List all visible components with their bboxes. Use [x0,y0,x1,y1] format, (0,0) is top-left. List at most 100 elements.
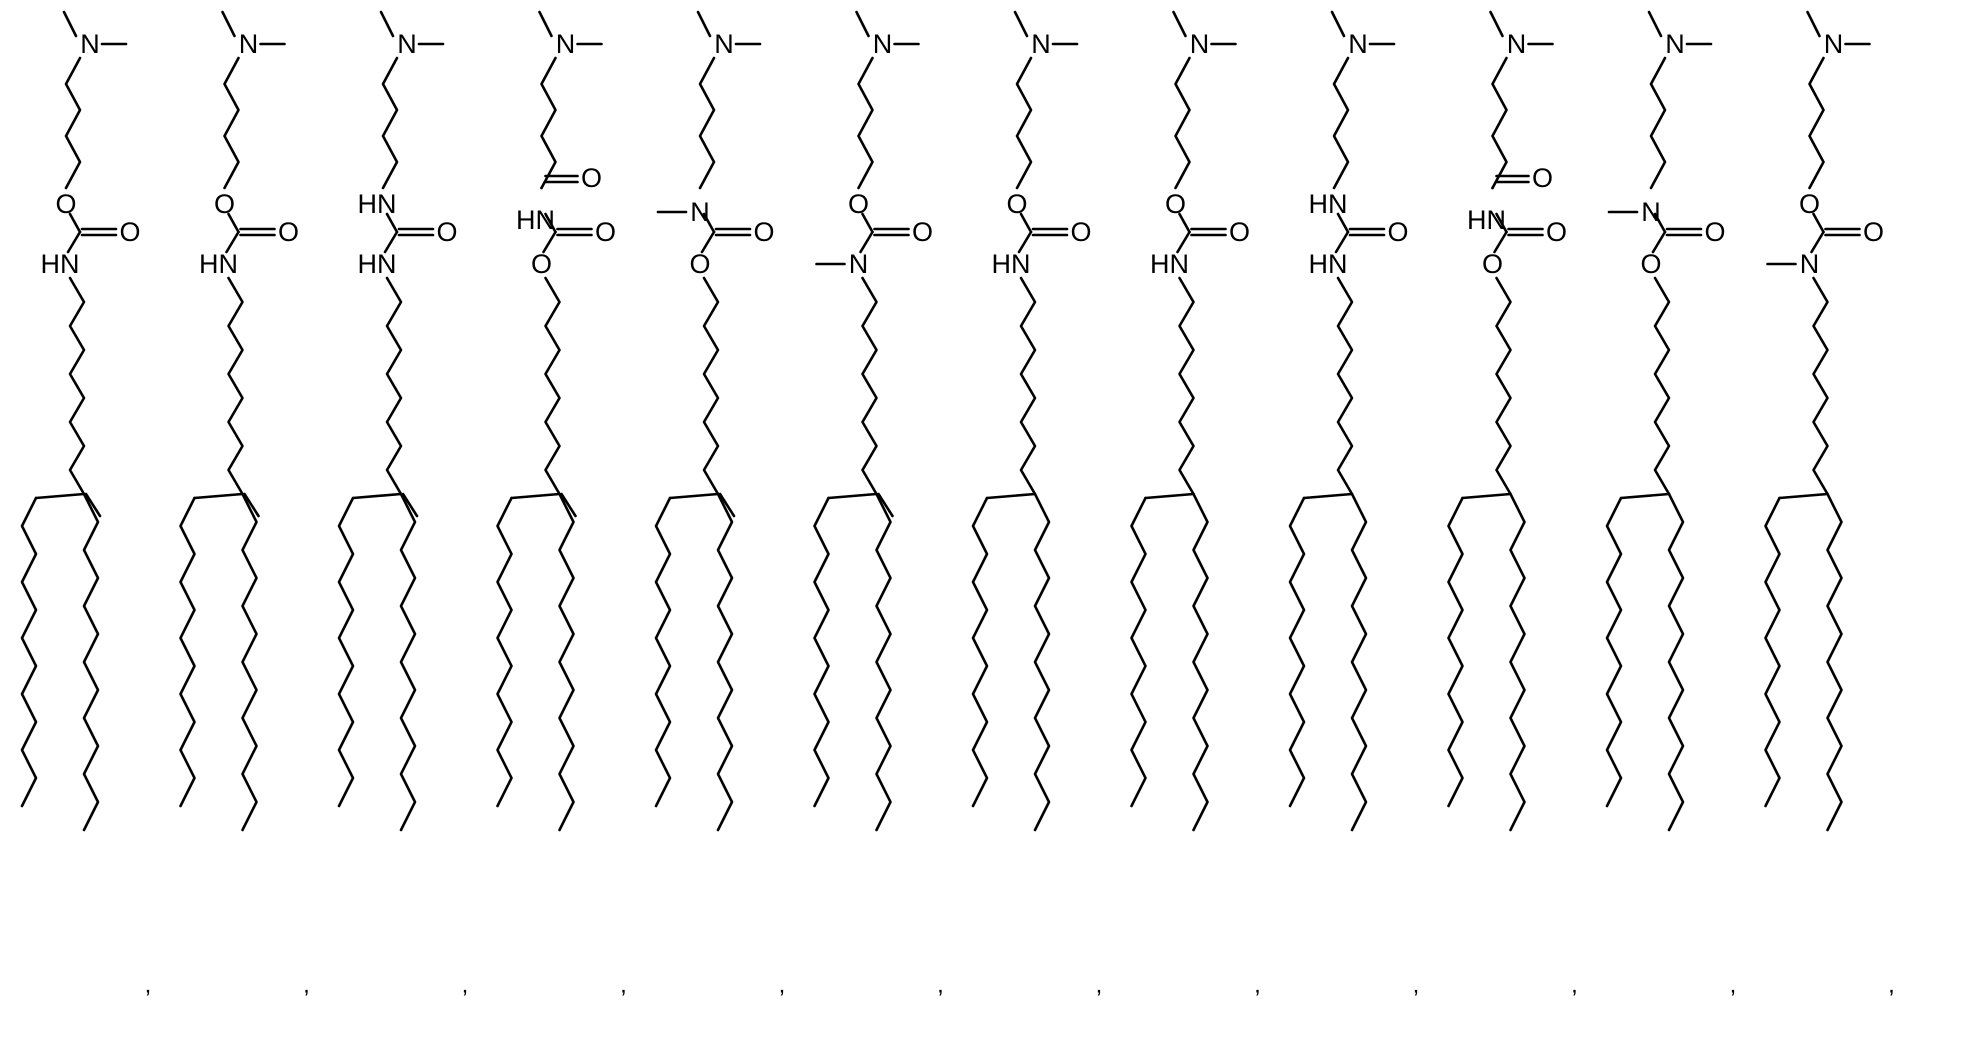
right-tail [401,494,415,830]
carbonyl-o-label: O [595,217,616,247]
upper-chain [1334,58,1348,188]
separator-comma: , [937,972,944,999]
ester-o-label: O [1799,189,1820,219]
left-tail [973,498,987,806]
ester-o-label: O [1165,189,1186,219]
branch-arm [1780,494,1828,498]
ester-o-label: O [214,189,235,219]
separator-comma: , [1730,972,1737,999]
fatty-chain [1338,278,1352,494]
amine-n-label: N [1665,29,1685,59]
carbonyl-o-label: O [1387,217,1408,247]
carbonyl-o-label: O [1704,217,1725,247]
methyl-bond [1808,12,1820,36]
methyl-bond [1649,12,1661,36]
carbonyl-o-label: O [1229,217,1250,247]
left-tail [1449,498,1463,806]
separator-comma: , [145,972,152,999]
left-tail [1766,498,1780,806]
separator-comma: , [462,972,469,999]
right-tail [1828,494,1842,830]
right-tail [718,494,732,830]
carbonyl-o-label: O [278,217,299,247]
carbonyl-o-label: O [1070,217,1091,247]
nh-label: HN [199,249,238,279]
carbonyl-o-label: O [912,217,933,247]
linker-o-label: O [531,249,552,279]
separator-comma: , [1096,972,1103,999]
carbonyl-o-label: O [1546,217,1567,247]
right-tail [1352,494,1366,830]
methyl-bond [857,12,869,36]
branch-arm [670,494,718,498]
upper-chain [383,58,397,188]
right-tail [877,494,891,830]
carbonyl-o-label: O [436,217,457,247]
nh-label: HN [992,249,1031,279]
methyl-bond [1174,12,1186,36]
right-tail [84,494,98,830]
branch-arm [1621,494,1669,498]
methyl-bond [1332,12,1344,36]
branch-arm [1304,494,1352,498]
fatty-chain [229,278,243,494]
left-tail [1132,498,1146,806]
upper-chain [542,58,556,188]
fatty-chain [1021,278,1035,494]
carbonyl-o-label: O [753,217,774,247]
separator-comma: , [779,972,786,999]
branch-arm [1463,494,1511,498]
left-tail [815,498,829,806]
nh-label: HN [1150,249,1189,279]
amine-n-label: N [873,29,893,59]
upper-chain [859,58,873,188]
ester-o-label: O [55,189,76,219]
carbonyl-o-label: O [1863,217,1884,247]
separator-comma: , [303,972,310,999]
branch-arm [829,494,877,498]
methyl-bond [1491,12,1503,36]
left-tail [1607,498,1621,806]
n-methyl-label: N [690,197,710,227]
left-tail [498,498,512,806]
fatty-chain [70,278,84,494]
right-tail [243,494,257,830]
right-tail [1035,494,1049,830]
branch-arm [195,494,243,498]
separator-comma: , [620,972,627,999]
right-tail [1194,494,1208,830]
n-methyl-label: N [849,249,869,279]
amine-n-label: N [80,29,100,59]
amine-n-label: N [1348,29,1368,59]
fatty-chain [546,278,560,494]
upper-chain [66,58,80,188]
amine-n-label: N [239,29,259,59]
upper-chain [700,58,714,188]
left-tail [22,498,36,806]
amine-n-label: N [397,29,417,59]
right-tail [1669,494,1683,830]
methyl-bond [381,12,393,36]
branch-arm [36,494,84,498]
fatty-chain [1655,278,1669,494]
upper-chain [1651,58,1665,188]
amine-n-label: N [1824,29,1844,59]
methyl-bond [1015,12,1027,36]
n-methyl-label: N [1800,249,1820,279]
left-tail [339,498,353,806]
ketone-o-label: O [1532,163,1553,193]
fatty-chain [863,278,877,494]
upper-chain [1017,58,1031,188]
amine-n-label: N [714,29,734,59]
linker-o-label: O [689,249,710,279]
amine-n-label: N [1031,29,1051,59]
separator-comma: , [1888,972,1895,999]
left-tail [181,498,195,806]
branch-arm [512,494,560,498]
upper-chain [1493,58,1507,188]
methyl-bond [64,12,76,36]
linker-o-label: O [1640,249,1661,279]
left-tail [656,498,670,806]
upper-chain [1176,58,1190,188]
